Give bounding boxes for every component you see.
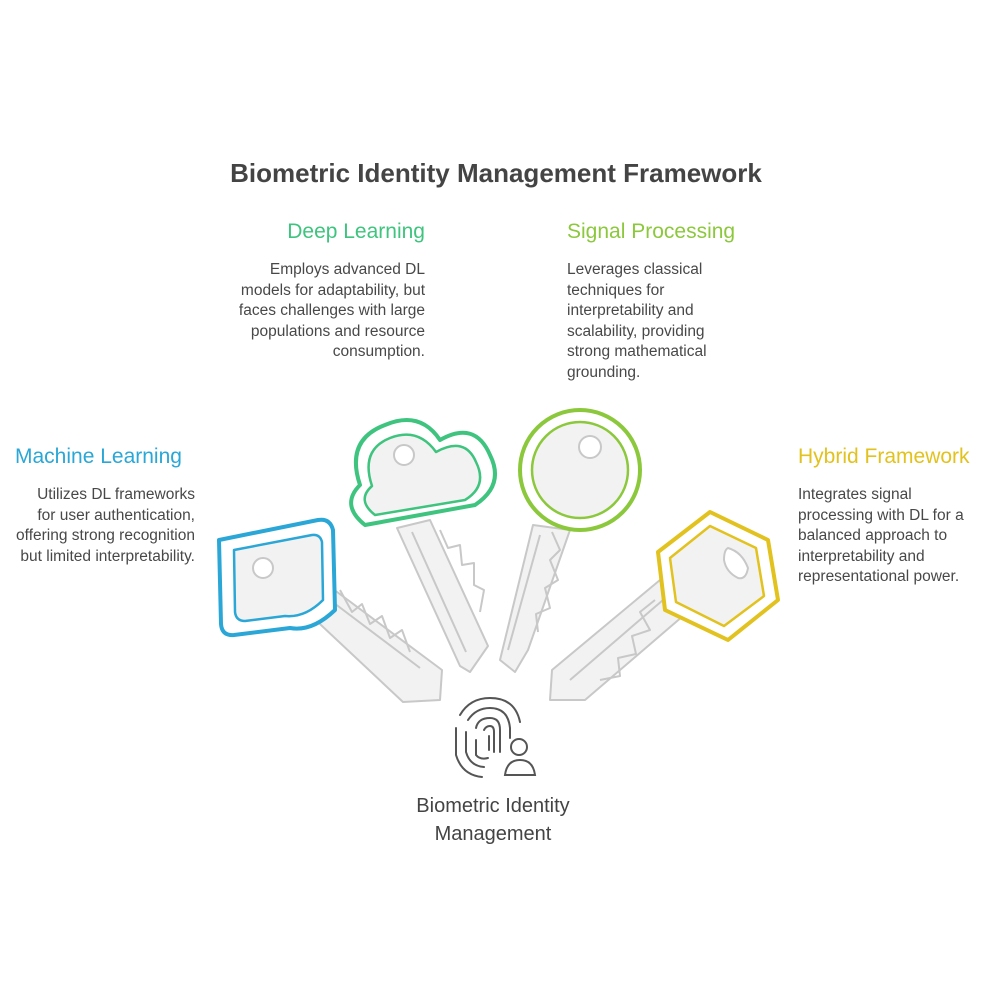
deep-learning-description: Employs advanced DL models for adaptabil…: [238, 261, 425, 360]
machine-learning-key: [217, 517, 443, 703]
deep-learning-key-hole: [393, 444, 415, 466]
deep-learning-key: [349, 418, 497, 673]
fingerprint-user-icon: [455, 696, 537, 778]
hybrid-framework-description: Integrates signal processing with DL for…: [798, 486, 964, 585]
signal-processing-description: Leverages classical techniques for inter…: [567, 261, 707, 381]
diagram-title: Biometric Identity Management Framework: [230, 158, 762, 188]
signal-processing-title: Signal Processing: [567, 220, 736, 243]
hybrid-framework-key: [549, 510, 780, 701]
hybrid-framework-key-hole: [722, 546, 750, 580]
machine-learning-key-head-inner: [232, 533, 325, 623]
hybrid-framework-title: Hybrid Framework: [798, 445, 970, 468]
deep-learning-title: Deep Learning: [287, 220, 425, 243]
signal-processing-key-head-inner: [530, 420, 630, 520]
center-label: Biometric Identity Management: [416, 795, 570, 845]
machine-learning-description: Utilizes DL frameworks for user authenti…: [16, 486, 195, 565]
signal-processing-key: [499, 408, 642, 673]
deep-learning-key-shaft: [396, 519, 489, 673]
signal-processing-key-hole: [578, 435, 602, 459]
machine-learning-title: Machine Learning: [15, 445, 182, 468]
hybrid-framework-key-head-inner: [668, 524, 766, 628]
machine-learning-key-hole: [252, 557, 274, 579]
